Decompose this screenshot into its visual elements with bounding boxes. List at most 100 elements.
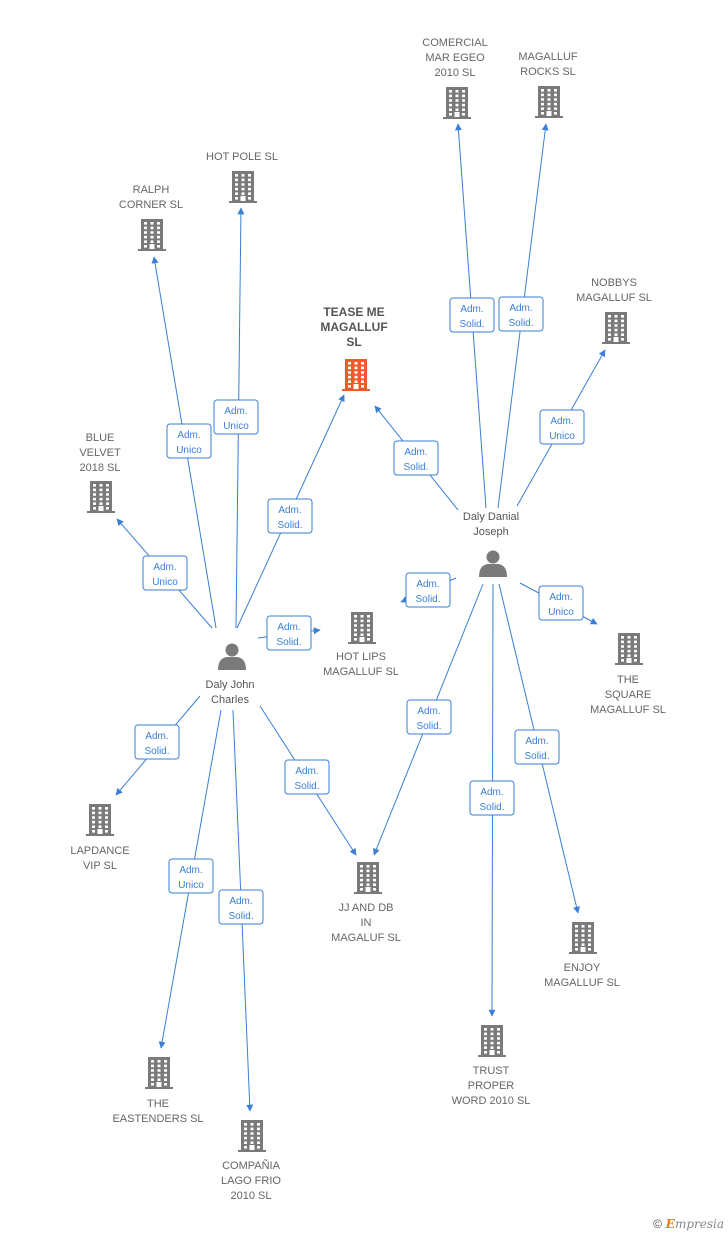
role-tag-text: Solid. xyxy=(144,746,169,757)
node-label-line: MAGALUF SL xyxy=(331,932,401,944)
role-tag-danial-tease[interactable]: Adm.Solid. xyxy=(393,440,439,476)
node-label-line: 2010 SL xyxy=(231,1190,272,1202)
role-tag-text: Adm. xyxy=(460,304,483,315)
role-tag-john-blue[interactable]: Adm. Unico xyxy=(142,555,188,591)
role-tag-text: Adm. xyxy=(525,736,548,747)
role-tag-john-tease[interactable]: Adm.Solid. xyxy=(267,498,313,534)
role-tag-box xyxy=(266,615,312,651)
node-label-line: LAGO FRIO xyxy=(221,1175,281,1187)
role-tag-text: Adm. xyxy=(145,731,168,742)
role-tag-text: Solid. xyxy=(415,594,440,605)
building-icon xyxy=(354,862,382,894)
role-tag-john-compania[interactable]: Adm. Solid. xyxy=(218,889,264,925)
role-tag-text: Adm. xyxy=(224,406,247,417)
role-tag-danial-rocks[interactable]: Adm. Solid. xyxy=(498,296,544,332)
role-tag-text: Adm. xyxy=(509,303,532,314)
role-tag-john-jjdb[interactable]: Adm.Solid. xyxy=(284,759,330,795)
role-tag-text: Unico xyxy=(549,431,575,442)
role-tag-box xyxy=(166,423,212,459)
role-tag-danial-nobbys[interactable]: Adm.Unico xyxy=(539,409,585,445)
company-node-square[interactable]: THE SQUARE MAGALLUF SL xyxy=(590,633,666,716)
node-label-line: MAGALLUF xyxy=(320,320,387,334)
role-tag-text: Unico xyxy=(152,577,178,588)
copyright-symbol: © xyxy=(653,1217,662,1231)
node-label-line: MAGALLUF SL xyxy=(576,292,652,304)
role-tag-box xyxy=(213,399,259,435)
node-label-line: 2010 SL xyxy=(435,67,476,79)
role-tag-text: Adm. xyxy=(480,787,503,798)
person-icon xyxy=(218,643,246,670)
role-tag-box xyxy=(393,440,439,476)
node-label-line: SQUARE xyxy=(605,689,651,701)
role-tag-text: Solid. xyxy=(524,751,549,762)
role-tag-text: Unico xyxy=(176,445,202,456)
role-tag-danial-trust[interactable]: Adm. Solid. xyxy=(469,780,515,816)
company-node-hotpole[interactable]: HOT POLE SL xyxy=(206,151,278,203)
node-label-line: THE xyxy=(617,674,639,686)
role-tag-danial-hotlips[interactable]: Adm. Solid. xyxy=(405,572,451,608)
role-tag-text: Adm. xyxy=(404,447,427,458)
role-tag-text: Solid. xyxy=(294,781,319,792)
node-label-line: 2018 SL xyxy=(80,462,121,474)
role-tag-john-hotlips[interactable]: Adm.Solid. xyxy=(266,615,312,651)
person-icon xyxy=(479,550,507,577)
building-icon xyxy=(342,359,370,391)
node-label-line: JJ AND DB xyxy=(338,902,393,914)
role-tag-box xyxy=(538,585,584,621)
role-tag-john-ralph[interactable]: Adm. Unico xyxy=(166,423,212,459)
node-label-line: THE xyxy=(147,1098,169,1110)
role-tag-text: Solid. xyxy=(276,637,301,648)
node-label-line: Daly Danial xyxy=(463,511,519,523)
node-label-line: HOT LIPS xyxy=(336,651,386,663)
role-tag-danial-comercial[interactable]: Adm.Solid. xyxy=(449,297,495,333)
node-label-line: CORNER SL xyxy=(119,199,183,211)
building-icon xyxy=(443,87,471,119)
role-tag-text: Solid. xyxy=(228,911,253,922)
role-tag-danial-square[interactable]: Adm.Unico xyxy=(538,585,584,621)
role-tag-text: Unico xyxy=(223,421,249,432)
role-tag-john-hotpole[interactable]: Adm. Unico xyxy=(213,399,259,435)
role-tag-box xyxy=(539,409,585,445)
node-label-line: MAGALLUF SL xyxy=(590,704,666,716)
node-label-line: TEASE ME xyxy=(323,305,384,319)
role-tag-john-lapdance[interactable]: Adm. Solid. xyxy=(134,724,180,760)
role-tag-john-eastenders[interactable]: Adm.Unico xyxy=(168,858,214,894)
node-label-line: SL xyxy=(346,335,361,349)
node-label-line: VELVET xyxy=(79,447,121,459)
role-tag-text: Solid. xyxy=(508,318,533,329)
role-tag-text: Adm. xyxy=(177,430,200,441)
building-icon xyxy=(535,86,563,118)
role-tag-box xyxy=(469,780,515,816)
role-tag-text: Solid. xyxy=(277,520,302,531)
role-tag-text: Adm. xyxy=(153,562,176,573)
node-label-line: ENJOY xyxy=(564,962,601,974)
node-label-line: PROPER xyxy=(468,1080,515,1092)
building-icon xyxy=(569,922,597,954)
building-icon xyxy=(238,1120,266,1152)
role-tag-danial-jjdb[interactable]: Adm.Solid. xyxy=(406,699,452,735)
role-tag-box xyxy=(406,699,452,735)
role-tag-danial-enjoy[interactable]: Adm. Solid. xyxy=(514,729,560,765)
role-tag-box xyxy=(267,498,313,534)
building-icon xyxy=(348,612,376,644)
role-tag-text: Adm. xyxy=(416,579,439,590)
node-label-line: LAPDANCE xyxy=(70,845,129,857)
role-tag-text: Solid. xyxy=(479,802,504,813)
building-icon xyxy=(478,1025,506,1057)
role-tag-text: Adm. xyxy=(229,896,252,907)
